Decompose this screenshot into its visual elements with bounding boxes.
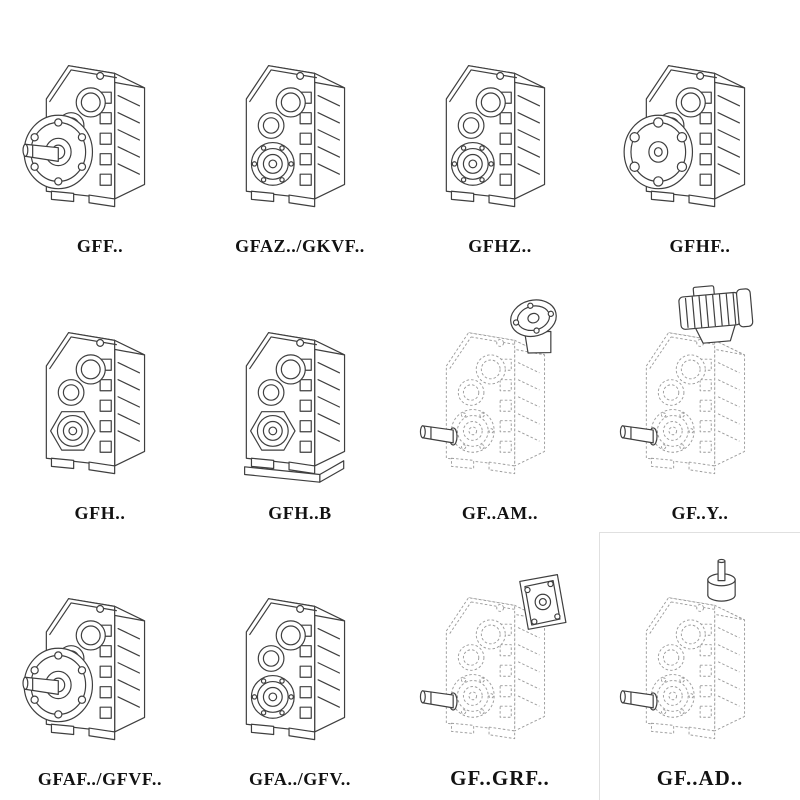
model-label: GFH..	[74, 502, 126, 523]
gear-housing-phantom	[645, 331, 745, 474]
model-label: GFA../GFV..	[249, 769, 351, 790]
hollow-shaft-boss	[250, 141, 295, 186]
output-bearing-boss-phantom	[650, 673, 695, 718]
gearbox-drawing-gfa	[202, 539, 398, 766]
gearbox-drawing-gf-grf	[402, 539, 598, 763]
gearbox-drawing-gfhz	[402, 6, 598, 233]
gearbox-drawing-gf-y	[602, 273, 798, 500]
gear-housing-phantom	[445, 331, 545, 474]
gear-housing	[45, 331, 146, 474]
model-label: GFF..	[76, 235, 124, 256]
catalog-item-gfa-gfv: GFA../GFV..	[200, 533, 400, 800]
gearbox-illustration	[245, 598, 346, 741]
hollow-shaft-boss	[450, 141, 495, 186]
gearbox-drawing-gfh	[2, 273, 198, 500]
catalog-item-gfhf: GFHF..	[600, 0, 800, 267]
catalog-item-gfaz-gkvf: GFAZ../GKVF..	[200, 0, 400, 267]
output-bearing-boss-phantom	[650, 408, 695, 453]
gearbox-illustration	[243, 331, 346, 483]
gearbox-illustration	[445, 65, 546, 208]
catalog-item-gf-am: GF..AM..	[400, 267, 600, 534]
gear-housing	[245, 65, 346, 208]
gearbox-illustration	[45, 331, 146, 474]
gearbox-drawing-gff	[2, 6, 198, 233]
model-label: GF..AD..	[656, 765, 744, 790]
catalog-item-gf-ad: GF..AD..	[599, 532, 800, 800]
catalog-item-gfaf-gfvf: GFAF../GFVF..	[0, 533, 200, 800]
output-shaft	[419, 689, 458, 711]
catalog-item-gfh: GFH..	[0, 267, 200, 534]
gearbox-illustration	[419, 294, 566, 474]
gearbox-drawing-gf-am	[402, 273, 598, 500]
model-label: GF..AM..	[461, 502, 539, 523]
catalog-item-gff: GFF..	[0, 0, 200, 267]
model-label: GFH..B	[268, 502, 332, 523]
catalog-item-gf-y: GF..Y..	[600, 267, 800, 534]
model-label: GF..Y..	[671, 502, 729, 523]
gearbox-illustration	[419, 573, 567, 739]
catalog-item-gfh-b: GFH..B	[200, 267, 400, 534]
input-shaft-adapter	[707, 558, 736, 602]
hollow-shaft-boss	[250, 675, 295, 720]
gear-housing	[245, 598, 346, 741]
model-label: GF..GRF..	[450, 765, 550, 790]
output-shaft	[619, 424, 658, 446]
gearbox-illustration	[623, 65, 746, 208]
output-flange	[623, 114, 693, 190]
gearbox-illustration	[22, 65, 146, 208]
gear-housing-phantom	[645, 596, 745, 739]
catalog-item-gfhz: GFHZ..	[400, 0, 600, 267]
gearbox-illustration	[619, 283, 755, 474]
gear-housing	[245, 331, 346, 474]
gearbox-drawing-gfh-b	[202, 273, 398, 500]
gearbox-illustration	[245, 65, 346, 208]
model-label: GFAF../GFVF..	[37, 769, 163, 790]
gearbox-illustration	[619, 558, 745, 739]
gearbox-drawing-gfhf	[602, 6, 798, 233]
model-label: GFHF..	[669, 235, 731, 256]
gearbox-drawing-gfaz	[202, 6, 398, 233]
gearbox-illustration	[22, 598, 146, 741]
output-shaft	[419, 424, 458, 446]
model-label: GFHZ..	[468, 235, 532, 256]
output-bearing-boss-phantom	[450, 673, 495, 718]
gearbox-drawing-gf-ad	[602, 539, 798, 763]
model-label: GFAZ../GKVF..	[235, 235, 365, 256]
output-bearing-boss-phantom	[450, 408, 495, 453]
input-flange-block	[519, 573, 567, 630]
output-shaft	[619, 689, 658, 711]
gear-housing	[445, 65, 546, 208]
catalog-item-gf-grf: GF..GRF..	[400, 533, 600, 800]
gearbox-drawing-gfaf	[2, 539, 198, 766]
